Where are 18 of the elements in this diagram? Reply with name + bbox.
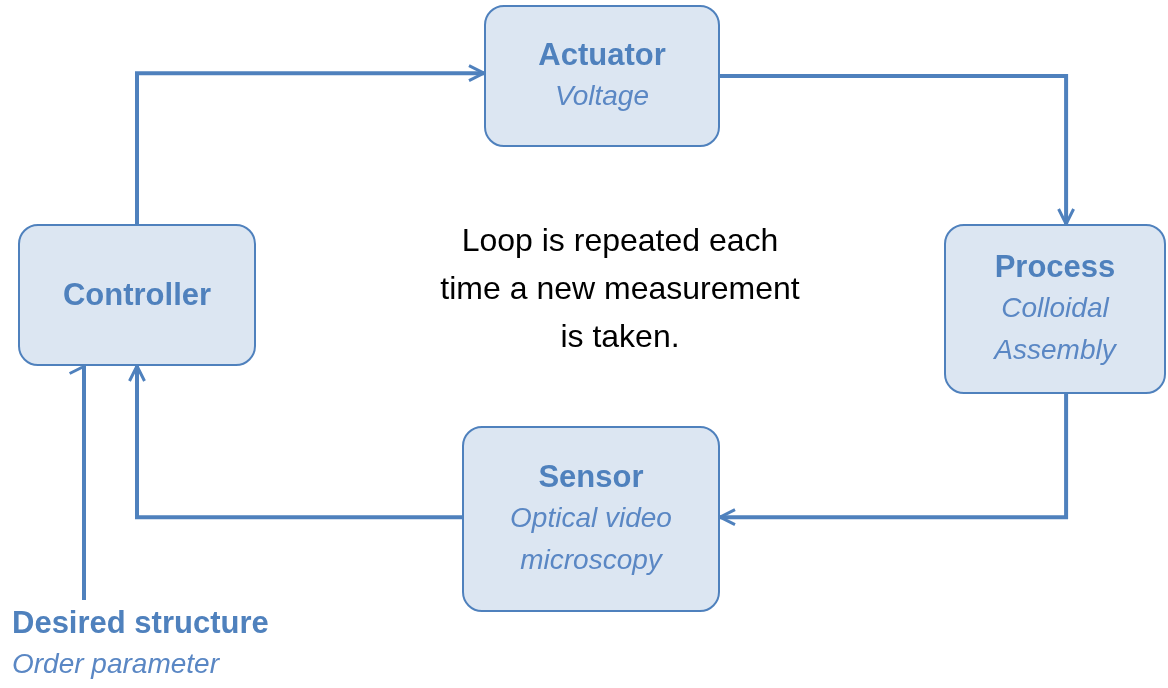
process-box [462,426,720,612]
arrow [718,394,1069,527]
note-text: Loop is repeated each time a new measurement is taken. [440,221,800,356]
arrow [128,364,462,520]
box-title: Process [994,247,1116,286]
arrow [135,64,486,224]
box-title: Actuator [538,35,666,74]
box-subtitle: Optical video microscopy [509,501,673,578]
box-subtitle: Colloidal Assembly [992,291,1118,368]
box-title: Sensor [538,457,644,496]
box-title: Controller [62,275,212,314]
process-box [944,224,1166,394]
box-subtitle: Order parameter [12,647,219,682]
box-subtitle: Voltage [555,79,649,114]
box-title: Desired structure [12,603,269,642]
process-box [18,224,256,366]
process-box [484,5,720,147]
arrow [720,74,1076,226]
